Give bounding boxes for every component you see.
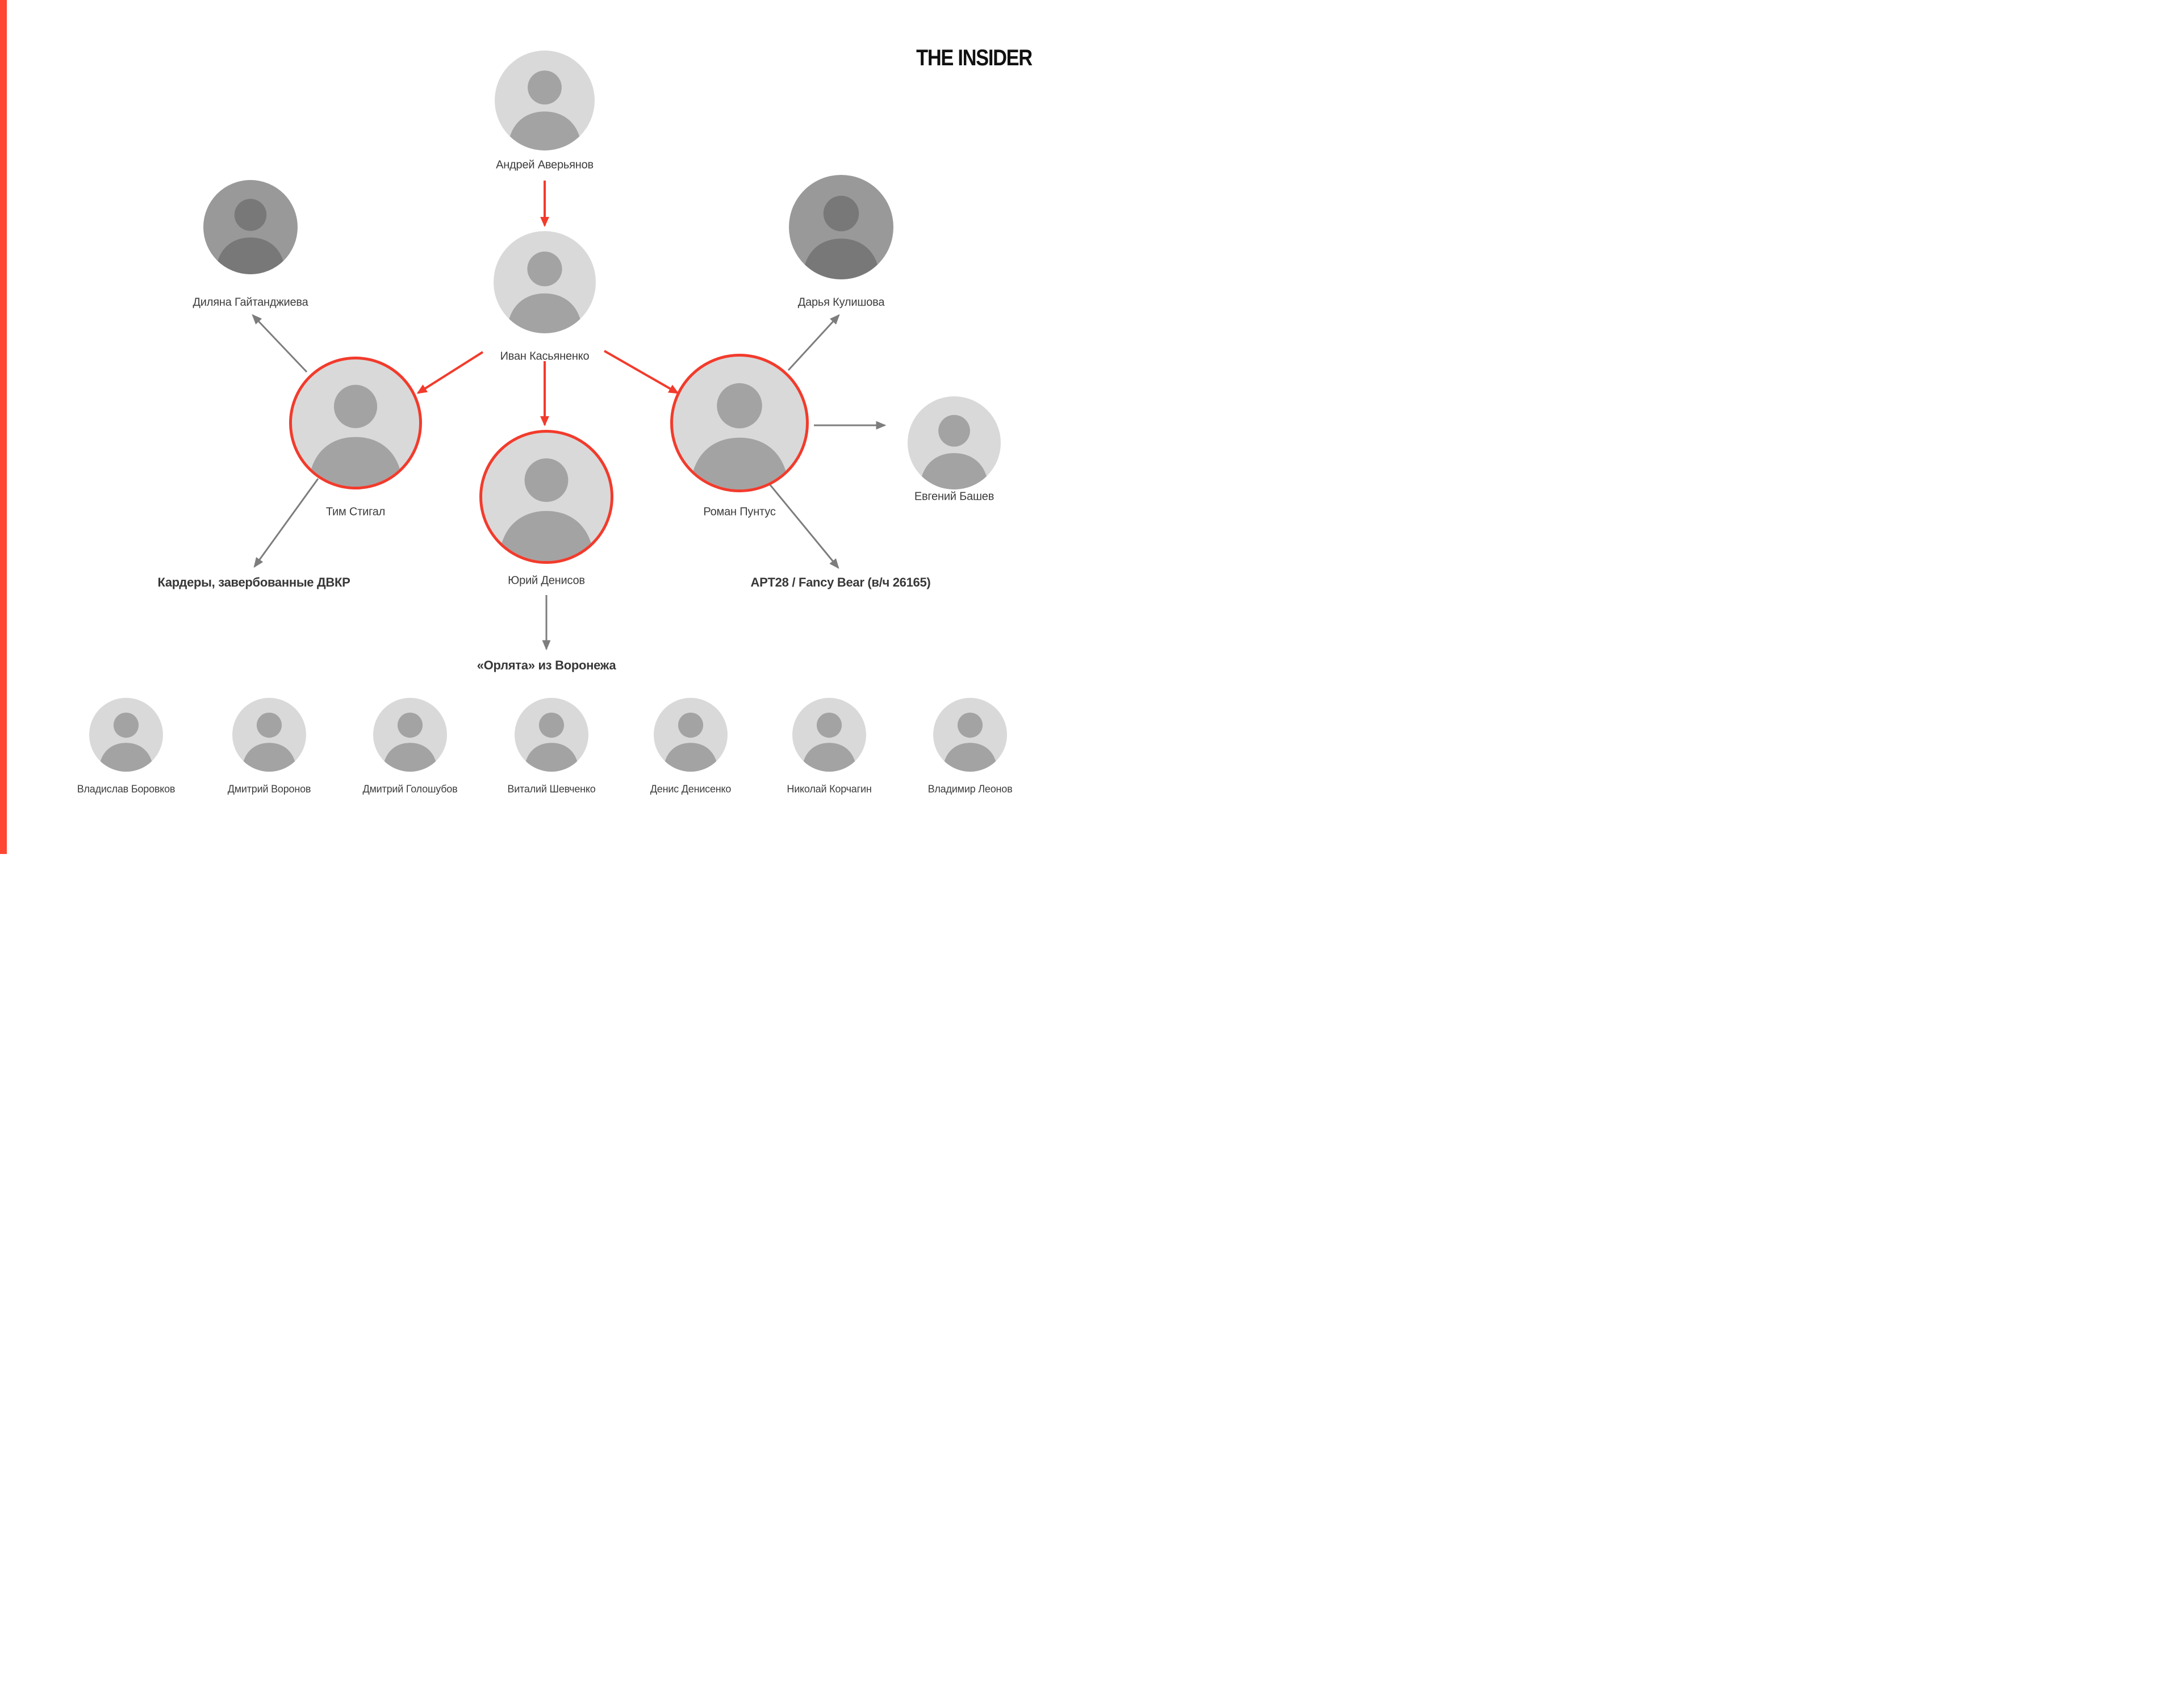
person-photo-goloshubov [373,698,447,772]
person-photo-stigal [289,357,422,489]
person-silhouette-icon [524,713,579,772]
person-silhouette-icon [802,713,856,772]
group-label-orlyata: «Орлята» из Воронежа [477,658,616,672]
person-silhouette-icon [663,713,718,772]
person-name: Евгений Башев [914,490,995,503]
person-name: Иван Касьяненко [500,350,590,363]
person-name: Владимир Леонов [927,783,1013,795]
person-photo-borovkov [89,698,163,772]
person-photo-leonov [933,698,1007,772]
person-photo-puntus [670,354,809,492]
person-photo-denisov [479,430,613,564]
arrow-puntus-to-apt28 [769,484,839,569]
person-name: Денис Денисенко [650,783,732,795]
the-insider-logo: THE INSIDER [916,45,1033,70]
person-name: Виталий Шевченко [507,783,596,795]
person-name: Дмитрий Голошубов [362,783,458,795]
person-photo-bashev [908,396,1001,489]
left-accent-stripe [0,0,7,854]
person-name: Андрей Аверьянов [496,158,594,171]
arrow-stigal-to-carders [253,478,319,568]
person-silhouette-icon [99,713,153,772]
group-label-carders: Кардеры, завербованные ДВКР [157,575,350,589]
person-silhouette-icon [499,458,594,561]
person-photo-gaytandzhieva [203,180,298,274]
person-silhouette-icon [803,195,880,279]
person-photo-averyanov [495,51,595,150]
person-name: Дарья Кулишова [797,296,885,309]
person-name: Дмитрий Воронов [227,783,311,795]
person-silhouette-icon [507,252,583,333]
person-photo-shevchenko [515,698,588,772]
group-label-apt28: APT28 / Fancy Bear (в/ч 26165) [750,575,931,589]
person-silhouette-icon [308,384,403,487]
person-photo-kasyanenko [494,231,596,333]
person-name: Владислав Боровков [77,783,176,795]
person-name: Тим Стигал [325,505,386,518]
person-photo-voronov [232,698,306,772]
person-silhouette-icon [242,713,296,772]
arrow-kasyanenko-to-stigal [416,351,484,394]
person-silhouette-icon [920,415,989,489]
person-silhouette-icon [383,713,437,772]
person-name: Роман Пунтус [703,505,776,518]
person-silhouette-icon [508,70,582,150]
person-silhouette-icon [690,383,789,489]
person-name: Юрий Денисов [508,574,585,587]
person-photo-korchagin [792,698,866,772]
person-silhouette-icon [943,713,997,772]
infographic-canvas: Андрей Аверьянов Иван Касьяненко Диляна … [0,0,1090,854]
person-silhouette-icon [215,199,286,274]
person-name: Николай Корчагин [787,783,872,795]
person-photo-kulishova [789,175,893,279]
person-name: Диляна Гайтанджиева [193,296,308,309]
person-photo-denisenko [654,698,728,772]
arrow-kasyanenko-to-puntus [604,350,679,394]
